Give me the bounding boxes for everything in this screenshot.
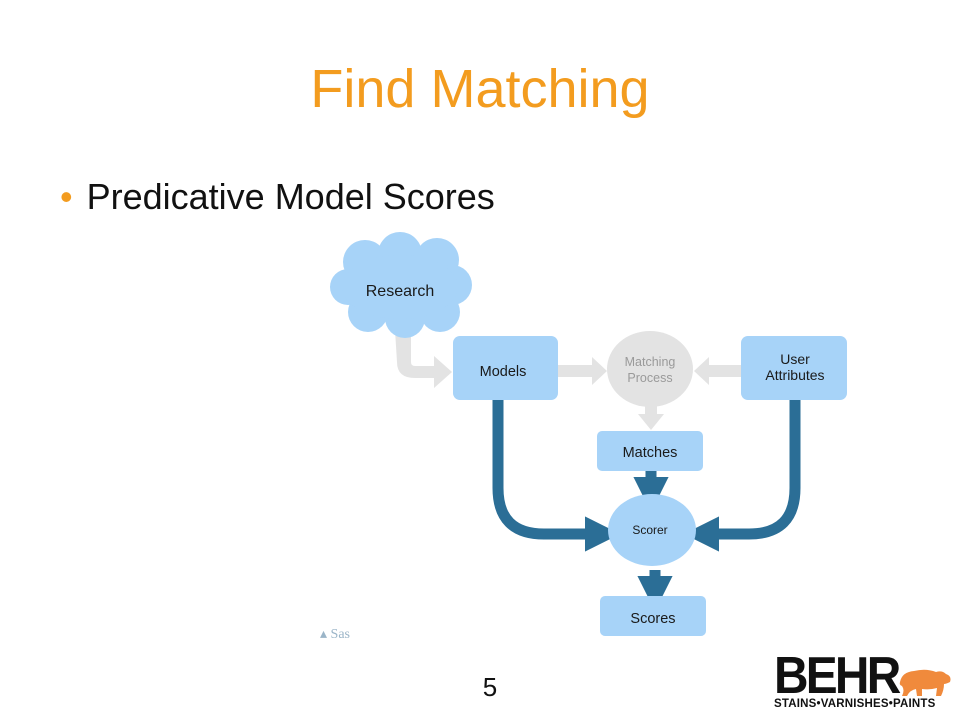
models-node: Models — [453, 336, 558, 400]
matching-process-label-line1: Matching — [625, 355, 676, 369]
research-label: Research — [366, 283, 434, 300]
matches-node: Matches — [597, 431, 703, 471]
page-number: 5 — [482, 672, 498, 702]
slide-title: Find Matching — [310, 59, 650, 119]
matches-label: Matches — [623, 445, 678, 461]
matching-process-node: Matching Process — [607, 331, 693, 407]
light-connectors — [395, 330, 741, 430]
models-to-matching-arrow — [558, 357, 607, 385]
behr-wordmark: BEHR — [774, 647, 901, 705]
user-attributes-label-line1: User — [780, 351, 810, 367]
bullet-text: Predicative Model Scores — [86, 176, 495, 217]
sas-watermark: ▴ Sas — [320, 626, 350, 643]
scores-node: Scores — [600, 596, 706, 636]
research-to-models-arrow — [395, 330, 452, 388]
bullet-dot-icon: • — [60, 176, 73, 217]
behr-logo: BEHR STAINS•VARNISHES•PAINTS — [772, 647, 958, 716]
user-attributes-label-line2: Attributes — [765, 367, 824, 383]
matching-process-label-line2: Process — [627, 371, 672, 385]
watermark-icon: ▴ — [320, 627, 328, 642]
models-label: Models — [480, 364, 527, 380]
attributes-to-matching-arrow — [694, 357, 741, 385]
bear-icon — [899, 669, 951, 696]
scores-label: Scores — [630, 611, 675, 627]
matching-to-matches-arrow — [638, 402, 664, 430]
behr-tagline: STAINS•VARNISHES•PAINTS — [774, 698, 936, 710]
dark-connectors — [492, 400, 801, 612]
user-attributes-node: User Attributes — [741, 336, 847, 400]
scorer-label: Scorer — [632, 523, 667, 537]
watermark-text: Sas — [330, 627, 350, 642]
scorer-node: Scorer — [608, 494, 696, 566]
bullet-item: • Predicative Model Scores — [60, 176, 495, 218]
attributes-to-scorer-arrow — [683, 400, 801, 552]
research-node: Research — [330, 232, 472, 338]
models-to-scorer-arrow — [492, 400, 621, 552]
